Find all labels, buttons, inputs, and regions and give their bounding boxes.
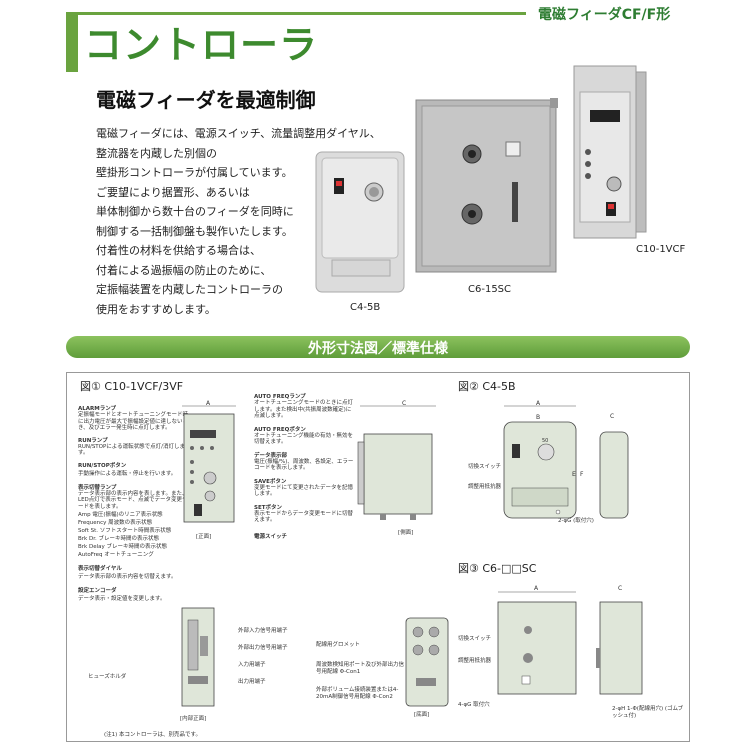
save-button-desc: 変更モードにて変更されたデータを記憶します。 bbox=[254, 484, 354, 498]
intro-line: 付着性の材料を供給する場合は、 bbox=[96, 244, 261, 257]
fig1-inner-view bbox=[181, 607, 215, 707]
auto-freq-lamp-desc: オートチューニングモードのときに点灯します。また検出中(共振周波数確定)に点滅し… bbox=[254, 400, 354, 419]
mode-brake-dr: Brk Dr. ブレーキ時間の表示状態 bbox=[78, 536, 159, 542]
fig3-drawing: A C bbox=[497, 585, 643, 695]
intro-line: ご要望により据置形、あるいは bbox=[96, 185, 250, 199]
fig1-side-view: C bbox=[357, 400, 436, 520]
inner-caption: [内部正面] bbox=[180, 716, 207, 722]
run-lamp-desc: RUN/STOPによる運転状態で点灯/消灯します。 bbox=[78, 443, 186, 457]
fig1-front-view: A bbox=[182, 400, 236, 523]
data-display-desc: 電圧(振幅/%)、周波数、各設定、エラーコードを表示します。 bbox=[254, 458, 354, 472]
page-subtitle: 電磁フィーダを最適制御 bbox=[96, 88, 316, 112]
fig2-resistor-label: 調整用抵抗器 bbox=[468, 484, 502, 490]
bottom-caption: [底面] bbox=[414, 712, 430, 718]
svg-text:C: C bbox=[610, 413, 614, 420]
c45b-photo bbox=[315, 151, 405, 293]
category-label: 電磁フィーダCF/F形 bbox=[538, 7, 671, 23]
svg-text:A: A bbox=[534, 585, 539, 592]
fig3-switch-label: 切換スイッチ bbox=[458, 636, 492, 642]
svg-text:B: B bbox=[536, 414, 540, 421]
fig2-labels: 切換スイッチ 調整用抵抗器 bbox=[468, 462, 501, 490]
title-accent-bar bbox=[66, 14, 78, 72]
run-lamp-label: RUNランプ bbox=[78, 437, 108, 444]
intro-line: 付着による過振幅の防止のために、 bbox=[96, 263, 272, 277]
svg-text:50: 50 bbox=[542, 438, 548, 444]
intro-line: 使用をおすすめします。 bbox=[96, 302, 216, 316]
display-dial-label: 表示切替ダイヤル bbox=[78, 566, 122, 572]
intro-line: 整流器を内蔵した別個の bbox=[96, 146, 217, 160]
mode-soft-start: Soft St. ソフトスタート時間表示状態 bbox=[78, 528, 172, 534]
ext-output-terminal-label: 外部出力信号用端子 bbox=[238, 645, 288, 651]
save-button-label: SAVEボタン bbox=[254, 478, 287, 485]
side-caption: [側面] bbox=[398, 530, 414, 536]
set-button-label: SETボタン bbox=[254, 504, 282, 511]
section-banner bbox=[66, 336, 690, 358]
ext-input-terminal-label: 外部入力信号用端子 bbox=[238, 628, 288, 634]
display-switch-lamp-label: 表示切替ランプ bbox=[78, 484, 117, 491]
section-banner-text: 外形寸法図／標準仕様 bbox=[308, 341, 448, 357]
mode-frequency: Frequency 周波数の表示状態 bbox=[78, 520, 153, 526]
ext-volume-label: 外部ボリューム接続装置または4-20mA制御信号用配線 Φ-Con2 bbox=[316, 687, 399, 700]
data-display-label: データ表示部 bbox=[254, 452, 288, 459]
intro-line: 制御する一括制御盤も製作いたします。 bbox=[96, 224, 293, 238]
set-button-desc: 表示モードからデータ変更モードに切替えます。 bbox=[254, 510, 354, 524]
intro-line: 単体制御から数十台のフィーダを同時に bbox=[96, 205, 294, 218]
inner-labels: 外部入力信号用端子 外部出力信号用端子 入力用端子 出力用端子 bbox=[238, 626, 288, 685]
run-stop-button-desc: 手動操作による運転・停止を行います。 bbox=[78, 470, 177, 477]
display-dial-desc: データ表示部の表示内容を切替えます。 bbox=[78, 574, 177, 580]
intro-line: 定振幅装置を内蔵したコントローラの bbox=[96, 283, 283, 296]
svg-text:C: C bbox=[618, 585, 622, 592]
power-switch-label: 電源スイッチ bbox=[254, 533, 288, 540]
c615sc-caption: C6-15SC bbox=[468, 284, 512, 295]
drawing-frame bbox=[66, 372, 690, 742]
svg-text:A: A bbox=[206, 400, 211, 407]
input-terminal-label: 入力用端子 bbox=[238, 662, 266, 668]
svg-text:C: C bbox=[402, 400, 406, 407]
fig2-hole-note: 2-φG (取付穴) bbox=[558, 518, 594, 524]
alarm-lamp-desc: 定振幅モードとオートチューニングモード時に出力電圧が最大で振幅設定値に達しないと… bbox=[78, 412, 189, 431]
header-rule bbox=[66, 12, 526, 15]
fig2-title: 図② C4-5B bbox=[458, 380, 516, 393]
bottom-labels: 配線用グロメット 周波数検知用ポート及び外部出力信号用配線 Φ-Con1 外部ボ… bbox=[316, 640, 406, 700]
fig1-left-labels: ALARMランプ 定振幅モードとオートチューニングモード時に出力電圧が最大で振幅… bbox=[78, 404, 188, 602]
encoder-desc: データ表示・設定値を変更します。 bbox=[78, 596, 166, 602]
fig1-note: (注1) 本コントローラは、別売品です。 bbox=[104, 732, 201, 738]
fig3-hole-note-right: 2-φH 1-Φ(配線用穴) (ゴムブッシュ付) bbox=[612, 706, 684, 719]
run-stop-button-label: RUN/STOPボタン bbox=[78, 462, 127, 469]
c101vcf-photo bbox=[573, 65, 647, 239]
svg-text:F: F bbox=[580, 471, 584, 478]
fig3-hole-note-left: 4-φG 取付穴 bbox=[458, 702, 490, 708]
mode-brake-delay: Brk Delay ブレーキ時間の表示状態 bbox=[78, 544, 167, 550]
grommet-label: 配線用グロメット bbox=[316, 642, 361, 648]
intro-text: 電磁フィーダには、電源スイッチ、流量調整用ダイヤル、 整流器を内蔵した別個の 壁… bbox=[96, 124, 381, 319]
fig2-drawing: A B 50 C E F bbox=[503, 400, 629, 519]
auto-freq-button-label: AUTO FREQボタン bbox=[254, 426, 306, 433]
mode-autofreq: AutoFreq オートチューニング bbox=[78, 552, 154, 558]
c615sc-photo bbox=[415, 98, 558, 273]
fig1-bottom-view bbox=[405, 617, 449, 707]
fig3-labels: 切換スイッチ 調整用抵抗器 bbox=[458, 634, 491, 664]
output-terminal-label: 出力用端子 bbox=[238, 679, 266, 685]
encoder-label: 設定エンコーダ bbox=[78, 588, 117, 594]
fig2-switch-label: 切換スイッチ bbox=[468, 464, 502, 470]
svg-text:A: A bbox=[536, 400, 541, 407]
alarm-lamp-label: ALARMランプ bbox=[78, 406, 117, 412]
svg-text:E: E bbox=[572, 471, 576, 478]
freq-port-label: 周波数検知用ポート及び外部出力信号用配線 Φ-Con1 bbox=[316, 662, 405, 675]
page-title: コントローラ bbox=[84, 23, 319, 67]
intro-line: 電磁フィーダには、電源スイッチ、流量調整用ダイヤル、 bbox=[96, 127, 381, 140]
fig3-resistor-label: 調整用抵抗器 bbox=[458, 658, 492, 664]
front-caption: [正面] bbox=[196, 534, 212, 540]
c101vcf-caption: C10-1VCF bbox=[636, 244, 686, 255]
fig1-title: 図① C10-1VCF/3VF bbox=[80, 380, 184, 393]
fig1-right-labels: AUTO FREQランプ オートチューニングモードのときに点灯します。また検出中… bbox=[254, 392, 354, 540]
auto-freq-lamp-label: AUTO FREQランプ bbox=[254, 394, 306, 400]
mode-amp: Amp 電圧(振幅)のリニア表示状態 bbox=[78, 512, 163, 518]
fuse-holder-label: ヒューズホルダ bbox=[88, 674, 127, 680]
auto-freq-button-desc: オートチューニング機能の有効・無効を切替えます。 bbox=[254, 432, 354, 446]
intro-line: 壁掛形コントローラが付属しています。 bbox=[96, 166, 293, 179]
display-switch-lamp-desc: データ表示部の表示内容を表します。また、LED点灯で表示モード、点滅でデータ変更… bbox=[78, 490, 188, 510]
fig3-title: 図③ C6-□□SC bbox=[458, 562, 537, 575]
c45b-caption: C4-5B bbox=[350, 302, 381, 313]
